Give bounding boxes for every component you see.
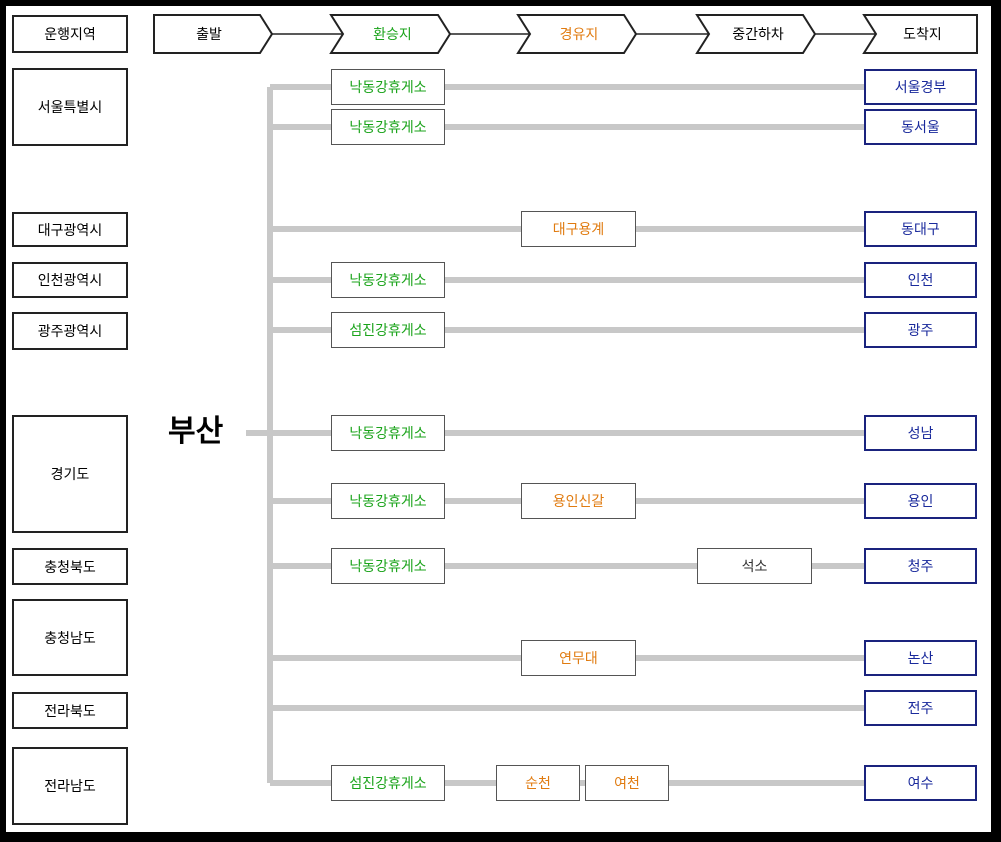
destination-box: 여수: [864, 765, 977, 801]
transfer-box: 낙동강휴게소: [331, 415, 445, 451]
header-label-arrival: 도착지: [903, 27, 942, 43]
header-chevron-arrival: [862, 14, 978, 54]
destination-box: 서울경부: [864, 69, 977, 105]
region-box: 경기도: [12, 415, 128, 533]
header-label-transfer: 환승지: [373, 27, 412, 43]
region-box: 광주광역시: [12, 312, 128, 350]
region-box: 충청남도: [12, 599, 128, 676]
region-box: 충청북도: [12, 548, 128, 585]
transfer-box: 섬진강휴게소: [331, 312, 445, 348]
header-label-via: 경유지: [560, 27, 599, 43]
transfer-box: 낙동강휴게소: [331, 483, 445, 519]
diagram-panel: [6, 6, 991, 832]
transfer-box: 낙동강휴게소: [331, 262, 445, 298]
region-box: 인천광역시: [12, 262, 128, 298]
via-box: 여천: [585, 765, 669, 801]
transfer-box: 낙동강휴게소: [331, 109, 445, 145]
region-box: 전라북도: [12, 692, 128, 729]
transfer-box: 섬진강휴게소: [331, 765, 445, 801]
header-label-drop: 중간하차: [732, 27, 784, 43]
destination-box: 전주: [864, 690, 977, 726]
header-row: 출발 환승지 경유지 중간하차 도착지: [153, 14, 978, 54]
destination-box: 청주: [864, 548, 977, 584]
via-box: 용인신갈: [521, 483, 636, 519]
header-chevron-start: [153, 14, 274, 54]
header-region: 운행지역: [12, 15, 128, 53]
header-label-start: 출발: [196, 27, 222, 43]
destination-box: 논산: [864, 640, 977, 676]
via-box: 대구용계: [521, 211, 636, 247]
via-box: 연무대: [521, 640, 636, 676]
region-box: 전라남도: [12, 747, 128, 825]
transfer-box: 낙동강휴게소: [331, 548, 445, 584]
header-chevron-drop: [695, 14, 817, 54]
drop-box: 석소: [697, 548, 812, 584]
transfer-box: 낙동강휴게소: [331, 69, 445, 105]
destination-box: 광주: [864, 312, 977, 348]
region-box: 서울특별시: [12, 68, 128, 146]
destination-box: 동서울: [864, 109, 977, 145]
via-box: 순천: [496, 765, 580, 801]
header-chevron-transfer: [329, 14, 452, 54]
header-chevron-via: [516, 14, 638, 54]
destination-box: 용인: [864, 483, 977, 519]
destination-box: 인천: [864, 262, 977, 298]
destination-box: 동대구: [864, 211, 977, 247]
region-box: 대구광역시: [12, 212, 128, 247]
origin-label: 부산: [168, 414, 224, 449]
destination-box: 성남: [864, 415, 977, 451]
